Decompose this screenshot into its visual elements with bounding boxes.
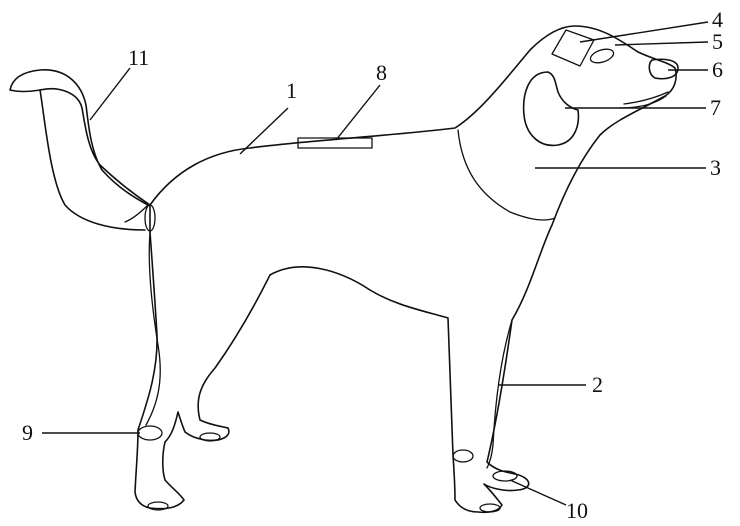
leader-5 (614, 41, 709, 46)
front-far-paw-sensor (492, 470, 518, 482)
back-device (297, 137, 373, 149)
leader-4 (579, 21, 709, 43)
leader-1 (239, 107, 289, 155)
label-1: 1 (286, 78, 297, 103)
leader-11 (89, 67, 131, 121)
front-leg-contour (486, 319, 513, 469)
hind-paw-ring (137, 425, 163, 441)
label-9: 9 (22, 420, 33, 445)
vest-neck-line (457, 129, 556, 221)
hind-leg-contour (145, 231, 161, 426)
dog-body-outline (134, 25, 677, 514)
mouth-line (623, 91, 669, 105)
hind-far-paw-pad (199, 432, 221, 442)
jaw-line (619, 95, 667, 109)
nose (648, 58, 679, 80)
tail-outline (9, 69, 151, 206)
label-6: 6 (712, 57, 723, 82)
tail-lower-outline (39, 89, 146, 231)
leader-10 (509, 479, 567, 506)
front-paw-pad (479, 503, 501, 513)
label-5: 5 (712, 29, 723, 54)
hind-paw-pad (147, 501, 169, 511)
label-10: 10 (566, 498, 588, 523)
leader-8 (335, 84, 381, 141)
tail-base-line (124, 204, 149, 223)
label-7: 7 (710, 95, 721, 120)
ear (522, 71, 580, 147)
label-4: 4 (712, 7, 723, 32)
eye (589, 48, 615, 64)
head-sensor-patch (551, 29, 595, 67)
label-2: 2 (592, 372, 603, 397)
label-8: 8 (376, 60, 387, 85)
front-paw-ring (452, 449, 474, 463)
tail-junction-ring (144, 204, 156, 232)
label-11: 11 (128, 45, 149, 70)
label-3: 3 (710, 155, 721, 180)
